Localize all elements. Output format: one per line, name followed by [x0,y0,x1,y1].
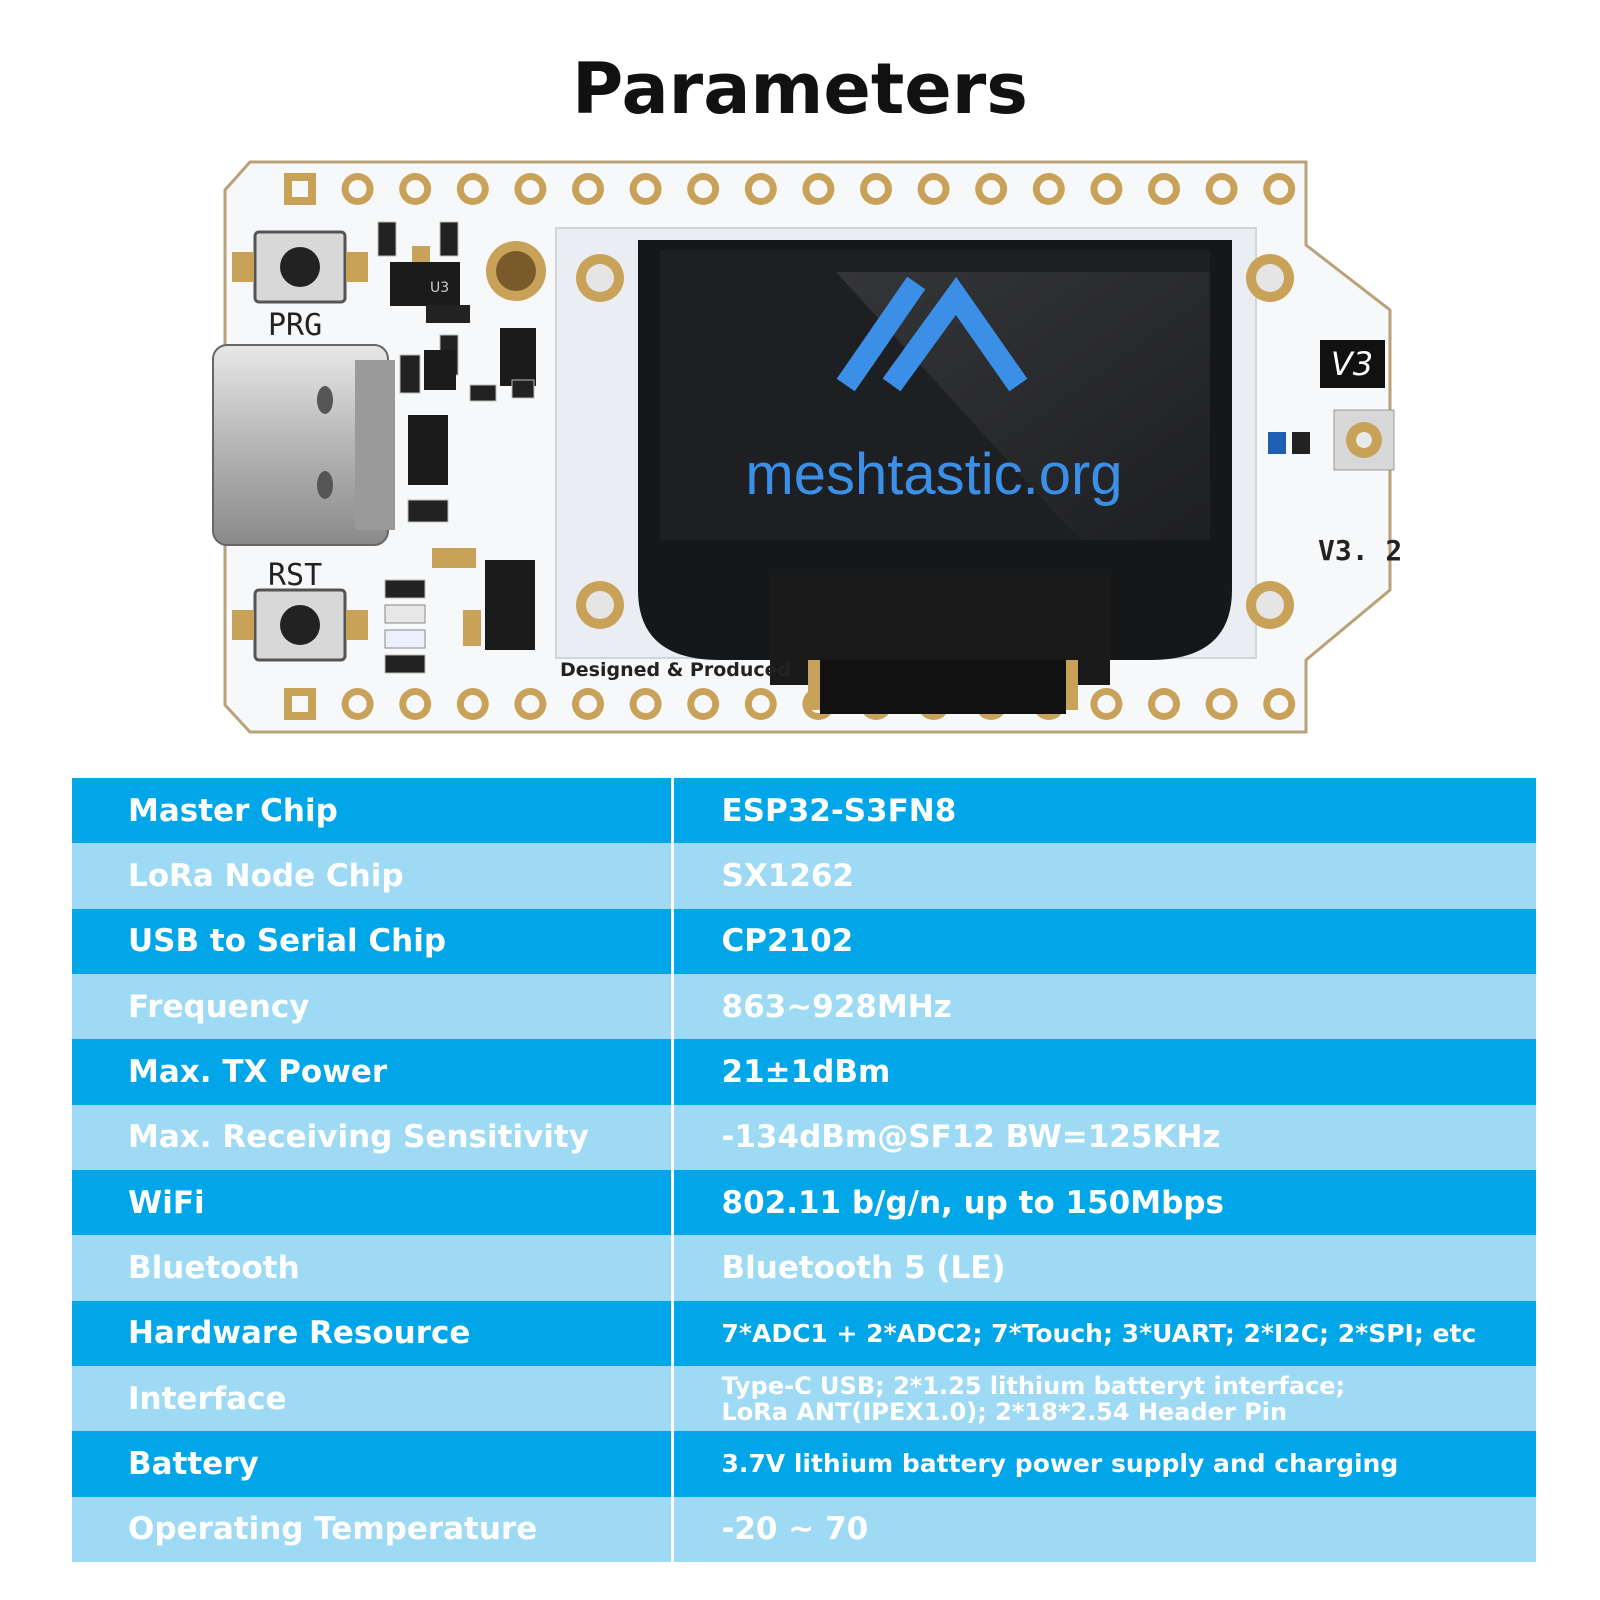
header-pin-hole [694,180,713,198]
header-pin-hole [1270,180,1289,198]
param-value: -134dBm@SF12 BW=125KHz [672,1104,1536,1170]
table-row: Operating Temperature-20 ~ 70 [72,1496,1536,1562]
param-label: Frequency [72,973,674,1040]
header-pin-hole [924,180,943,198]
header-pin-hole [751,180,770,198]
header-pin-hole [463,180,482,198]
param-label: WiFi [72,1169,674,1236]
header-pin-hole [1155,180,1173,198]
param-value: Bluetooth 5 (LE) [672,1235,1536,1301]
param-label: Max. TX Power [72,1039,674,1105]
param-label: Battery [72,1431,674,1497]
header-pin-hole [521,180,540,198]
param-label: Hardware Resource [72,1300,674,1366]
board-illustration: PRG RST U3 [0,0,1600,760]
header-pin-hole [1039,180,1058,198]
header-pin-hole [463,695,482,713]
version-badge: V3 [1331,345,1373,383]
param-value-line: LoRa ANT(IPEX1.0); 2*18*2.54 Header Pin [721,1397,1288,1426]
param-value-line: Type-C USB; 2*1.25 lithium batteryt inte… [721,1371,1346,1400]
top-header-pins [284,173,1296,205]
designed-by-label: Designed & Produced [560,659,791,681]
header-pin-hole [1155,695,1173,713]
header-pin-hole [348,180,367,198]
header-pin-hole [406,695,425,713]
smd-components: U3 [377,221,546,674]
param-value: 7*ADC1 + 2*ADC2; 7*Touch; 3*UART; 2*I2C;… [672,1300,1536,1366]
param-value: ESP32-S3FN8 [672,778,1536,844]
param-label: Master Chip [72,778,674,844]
header-pin-hole [348,695,367,713]
header-pin-hole [1097,695,1116,713]
param-value: 3.7V lithium battery power supply and ch… [672,1431,1536,1497]
header-pin-hole [751,695,770,713]
rst-button[interactable] [232,588,368,662]
param-label: Interface [72,1365,674,1432]
header-pin-hole [809,180,828,198]
header-pin-hole [636,695,655,713]
prg-button[interactable] [232,230,368,304]
table-row: Max. Receiving Sensitivity-134dBm@SF12 B… [72,1104,1536,1170]
param-label: LoRa Node Chip [72,843,674,909]
header-pin-hole [292,181,308,197]
header-pin-hole [521,695,540,713]
page-title: Parameters [572,48,1028,130]
param-label: Max. Receiving Sensitivity [72,1104,674,1170]
oled-display-module: meshtastic.org [555,227,1294,714]
usb-c-connector [212,344,395,546]
prg-label: PRG [268,308,322,343]
header-pin-hole [1270,695,1289,713]
header-pin-hole [1097,180,1116,198]
header-pin-hole [579,695,597,713]
header-pin-hole [636,180,655,198]
screen-logo-text: meshtastic.org [745,442,1122,507]
param-value: 21±1dBm [672,1039,1536,1105]
meshtastic-logo-icon [836,276,1028,392]
header-pin-hole [867,180,885,198]
header-pin-hole [982,180,1001,198]
header-pin-hole [292,696,308,712]
param-value: SX1262 [672,843,1536,909]
u3-label: U3 [430,280,449,296]
param-value: CP2102 [672,908,1536,974]
header-pin-hole [1212,180,1231,198]
header-pin-hole [579,180,597,198]
table-row: Interface Type-C USB; 2*1.25 lithium batt… [72,1365,1536,1432]
param-value: 802.11 b/g/n, up to 150Mbps [672,1169,1536,1236]
header-pin-hole [694,695,713,713]
param-label: Bluetooth [72,1235,674,1301]
header-pin-hole [1212,695,1231,713]
header-pin-hole [406,180,425,198]
rst-label: RST [268,558,322,593]
right-side-components: V3 V3. 2 [1268,340,1402,567]
param-value: 863~928MHz [672,973,1536,1040]
revision-label: V3. 2 [1318,534,1402,567]
board-svg: PRG RST U3 [212,160,1402,734]
param-label: Operating Temperature [72,1496,674,1562]
param-value: Type-C USB; 2*1.25 lithium batteryt inte… [672,1365,1536,1432]
param-label: USB to Serial Chip [72,908,674,974]
param-value: -20 ~ 70 [672,1496,1536,1562]
